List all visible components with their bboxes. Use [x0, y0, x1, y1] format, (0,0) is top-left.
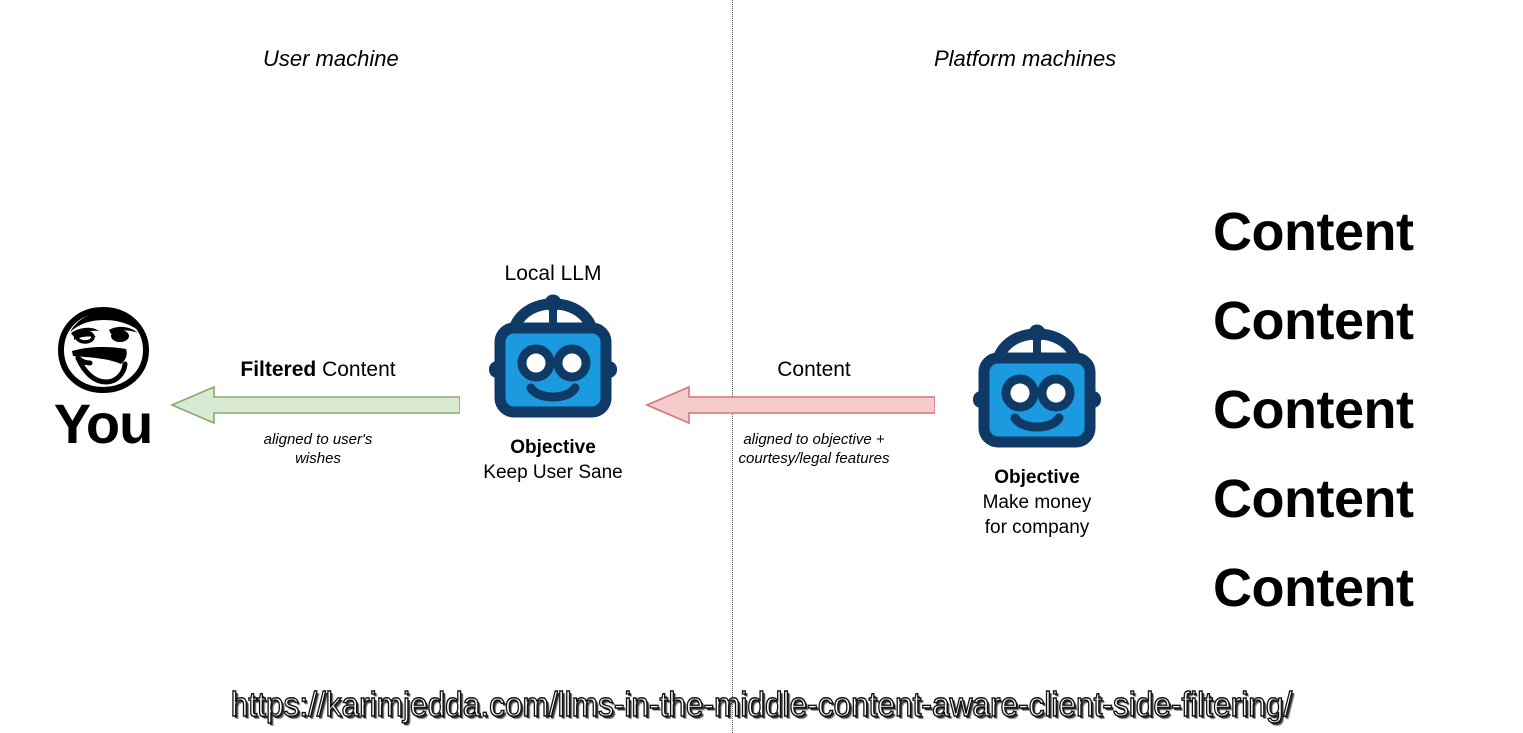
filtered-content-arrow-note-line1: aligned to user's	[263, 431, 373, 449]
platform-llm-objective-line-1: Make money	[982, 491, 1092, 513]
zone-caption-platform-machines: Platform machines	[934, 46, 1117, 71]
filtered-content-arrow-note: aligned to user's wishes	[168, 431, 468, 469]
raw-content-arrow-block: Content aligned to objective + courtesy/…	[643, 358, 943, 469]
lol-rage-face-icon	[57, 306, 150, 394]
content-stack-item: Content	[1213, 558, 1414, 618]
content-stack-item: Content	[1213, 291, 1414, 351]
arrow-left-pink-icon	[644, 385, 935, 425]
content-stack-item: Content	[1213, 469, 1414, 529]
content-stack-item: Content	[1213, 202, 1414, 262]
platform-llm-objective-line-2: for company	[984, 517, 1090, 539]
local-llm-title: Local LLM	[504, 262, 602, 285]
filtered-content-arrow-label: Filtered Content	[168, 358, 468, 381]
filtered-content-arrow-block: Filtered Content aligned to user's wishe…	[168, 358, 468, 469]
filtered-content-arrow-label-rest: Content	[316, 358, 396, 381]
raw-content-arrow-note: aligned to objective + courtesy/legal fe…	[685, 431, 943, 469]
local-llm-group: Local LLM Objective Keep User Sane	[440, 261, 666, 486]
content-stack-item: Content	[1213, 380, 1414, 440]
platform-content-stack: Content Content Content Content Content	[1213, 188, 1513, 633]
source-url-caption: https://karimjedda.com/llms-in-the-middl…	[230, 685, 1293, 724]
robot-icon	[973, 324, 1101, 448]
user-persona-group: You	[28, 306, 178, 452]
arrow-left-green-icon	[169, 385, 460, 425]
user-persona-label: You	[53, 392, 154, 455]
local-llm-objective-line-1: Keep User Sane	[483, 461, 623, 483]
local-llm-objective-title: Objective	[510, 437, 596, 459]
zone-caption-user-machine: User machine	[263, 46, 399, 71]
raw-content-arrow-label: Content	[777, 358, 851, 381]
machine-boundary-divider	[732, 0, 733, 733]
filtered-content-arrow-label-bold: Filtered	[240, 358, 317, 381]
raw-content-arrow-note-line2: courtesy/legal features	[738, 449, 890, 467]
platform-llm-group: Objective Make money for company	[924, 322, 1150, 541]
filtered-content-arrow-note-line2: wishes	[295, 449, 341, 467]
raw-content-arrow-note-line1: aligned to objective +	[743, 431, 885, 449]
platform-llm-objective-title: Objective	[994, 467, 1080, 488]
robot-icon	[489, 294, 617, 418]
